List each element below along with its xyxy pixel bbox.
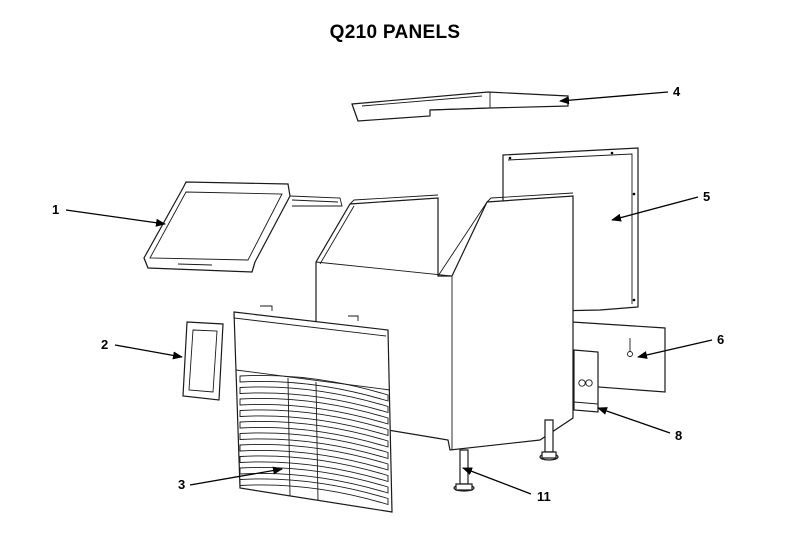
- louver-slat: [239, 478, 389, 506]
- callout-8: 8: [675, 428, 682, 443]
- leader-11: [462, 467, 532, 495]
- louver-slat: [239, 455, 389, 483]
- louver-slat: [239, 374, 389, 402]
- leader-4: [559, 91, 669, 105]
- part-4-top-panel: [351, 91, 569, 122]
- leader-5: [611, 196, 699, 222]
- part-3-front-louver-panel: [233, 305, 393, 513]
- leader-2: [114, 344, 183, 360]
- louver-slat: [239, 443, 389, 471]
- callout-2: 2: [101, 337, 108, 352]
- callout-11: 11: [537, 489, 551, 504]
- leader-3: [189, 466, 283, 486]
- leader-1: [65, 209, 166, 227]
- leader-6: [637, 339, 713, 359]
- diagram-title: Q210 PANELS: [329, 22, 461, 43]
- leader-lines: [65, 91, 713, 495]
- callout-4: 4: [673, 84, 681, 99]
- part-1-bin-door: [143, 181, 343, 273]
- leader-8: [597, 407, 671, 434]
- callout-3: 3: [178, 477, 185, 492]
- part-2-frame-panel: [182, 321, 224, 401]
- part-8-bracket: [573, 349, 599, 413]
- callout-1: 1: [52, 202, 59, 217]
- callout-6: 6: [717, 332, 724, 347]
- louver-slat: [239, 432, 389, 460]
- callout-labels: 1 2 3 4 5 6 8 11: [52, 84, 724, 504]
- callout-5: 5: [703, 189, 710, 204]
